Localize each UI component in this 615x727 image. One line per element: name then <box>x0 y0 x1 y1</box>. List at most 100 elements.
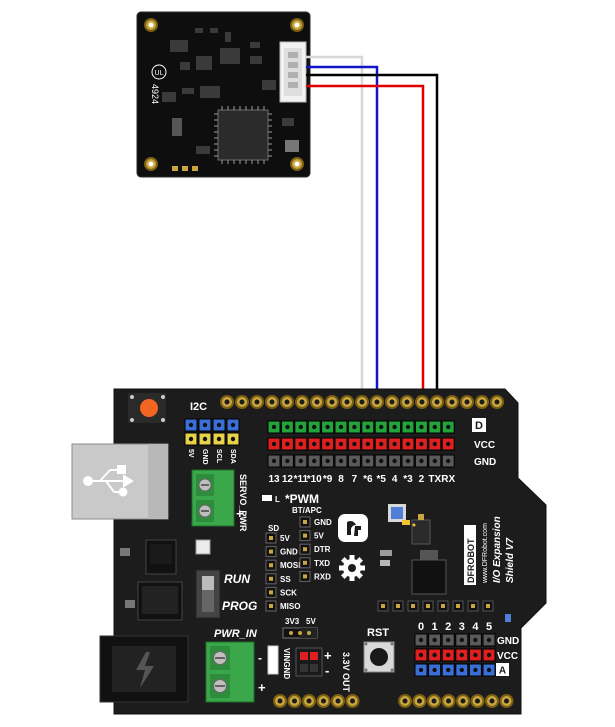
i2c-pin-label: GND <box>201 449 208 465</box>
analog-row-label: A <box>499 666 506 677</box>
certification-mark-text: UL <box>155 70 164 77</box>
digital-pin-label: TX <box>428 474 441 485</box>
run-prog-switch[interactable] <box>195 569 221 619</box>
digital-pin-label: *10 <box>307 474 322 485</box>
digital-row-labels: D VCC GND <box>472 418 496 468</box>
digital-pin-label: *6 <box>363 474 373 485</box>
bt-label: BT/APC <box>292 506 322 515</box>
shield-title: I/O Expansion <box>492 516 503 583</box>
module-chip-code: 4924 <box>150 84 160 104</box>
middle-header-pads <box>377 600 494 612</box>
pwr-in-terminal <box>205 641 255 703</box>
analog-header <box>414 633 496 677</box>
digital-pin-label: *3 <box>403 474 413 485</box>
digital-pin-label: *5 <box>376 474 386 485</box>
analog-row-label: VCC <box>497 651 518 662</box>
sd-pin-label: MOSI <box>280 561 300 570</box>
reset-button[interactable] <box>363 641 395 673</box>
pwm-note: *PWM <box>285 492 319 506</box>
module-components <box>162 28 299 154</box>
i2c-label: I2C <box>190 401 207 413</box>
bt-pin-label: RXD <box>314 572 331 581</box>
bt-pin-label: 5V <box>314 532 324 541</box>
servo-pwr-plus: + <box>236 506 244 521</box>
sd-pin-label: GND <box>280 548 298 557</box>
sd-pin-label: SCK <box>280 588 297 597</box>
shield-branding: DFROBOT www.DFRobot.com I/O Expansion Sh… <box>464 516 516 585</box>
certification-mark <box>151 64 167 80</box>
voltage-jumper[interactable] <box>282 627 318 639</box>
analog-pin-label: 1 <box>432 621 438 633</box>
analog-pin-label: 2 <box>445 621 451 633</box>
df-logo-icon <box>338 514 368 542</box>
bt-pin-label: DTR <box>314 545 331 554</box>
gear-icon <box>339 555 365 581</box>
digital-row-label: D <box>475 420 483 432</box>
digital-row-label: VCC <box>474 440 495 451</box>
voltage-regulators <box>120 539 183 621</box>
brand-box <box>464 525 476 585</box>
sd-label: SD <box>268 524 279 533</box>
wire-black <box>306 73 439 420</box>
digital-pin-label: RX <box>441 474 455 485</box>
capacitor <box>195 539 211 555</box>
i2c-pin-label: SDA <box>229 449 236 464</box>
prog-label: PROG <box>222 599 257 613</box>
brand-name: DFROBOT <box>466 538 476 583</box>
out-label: 3.3V OUT <box>341 652 351 693</box>
digital-header <box>267 420 455 468</box>
analog-pin-label: 3 <box>459 621 465 633</box>
wire-white <box>306 55 364 413</box>
digital-pin-label: 12 <box>282 474 294 485</box>
digital-row-label: GND <box>474 457 496 468</box>
out-plus: + <box>324 648 332 663</box>
v3v3-label: 3V3 <box>285 617 300 626</box>
shield-version: Shield V7 <box>505 538 516 583</box>
wires <box>306 55 439 453</box>
module-main-ic <box>214 106 272 164</box>
digital-pin-label: 4 <box>392 474 398 485</box>
wire-red <box>306 84 425 418</box>
lightning-icon <box>136 652 154 688</box>
brand-url: www.DFRobot.com <box>482 523 489 584</box>
servo-power-terminal <box>191 469 235 527</box>
vin-gnd-label: VINGND <box>282 648 291 679</box>
bt-header <box>299 516 311 582</box>
servo-pwr-label: SERVO_PWR <box>238 474 248 532</box>
analog-pin-label: 4 <box>472 621 479 633</box>
pwr-in-plus: + <box>258 680 266 695</box>
digital-pin-label: *9 <box>323 474 333 485</box>
digital-pin-label: 8 <box>338 474 344 485</box>
led-label: L <box>275 495 280 504</box>
usb-connector <box>71 443 169 520</box>
board-button-top <box>128 393 166 423</box>
i2c-pin-label: SCL <box>215 449 222 464</box>
module-bottom-pads <box>172 166 198 171</box>
i2c-pin-label: 5V <box>187 449 194 458</box>
module-connector <box>279 41 307 103</box>
analog-pin-label: 5 <box>486 621 492 633</box>
dc-power-jack <box>99 635 189 703</box>
mounting-holes <box>144 18 304 171</box>
rst-label: RST <box>367 627 389 639</box>
digital-row-badge <box>472 418 486 432</box>
digital-pin-label: 2 <box>419 474 425 485</box>
sd-pin-label: MISO <box>280 602 300 611</box>
led-indicator <box>262 495 272 501</box>
central-ics <box>380 504 447 595</box>
bottom-header-pads <box>273 694 514 708</box>
top-header-pads <box>220 395 504 409</box>
status-led <box>505 614 511 622</box>
digital-pin-label: 13 <box>268 474 280 485</box>
usb-icon <box>83 465 134 497</box>
sd-pin-label: 5V <box>280 534 290 543</box>
fuse <box>267 645 279 675</box>
pwr-in-minus: - <box>258 651 262 665</box>
i2c-header <box>184 418 240 446</box>
run-label: RUN <box>224 572 250 586</box>
analog-pin-label: 0 <box>418 621 424 633</box>
